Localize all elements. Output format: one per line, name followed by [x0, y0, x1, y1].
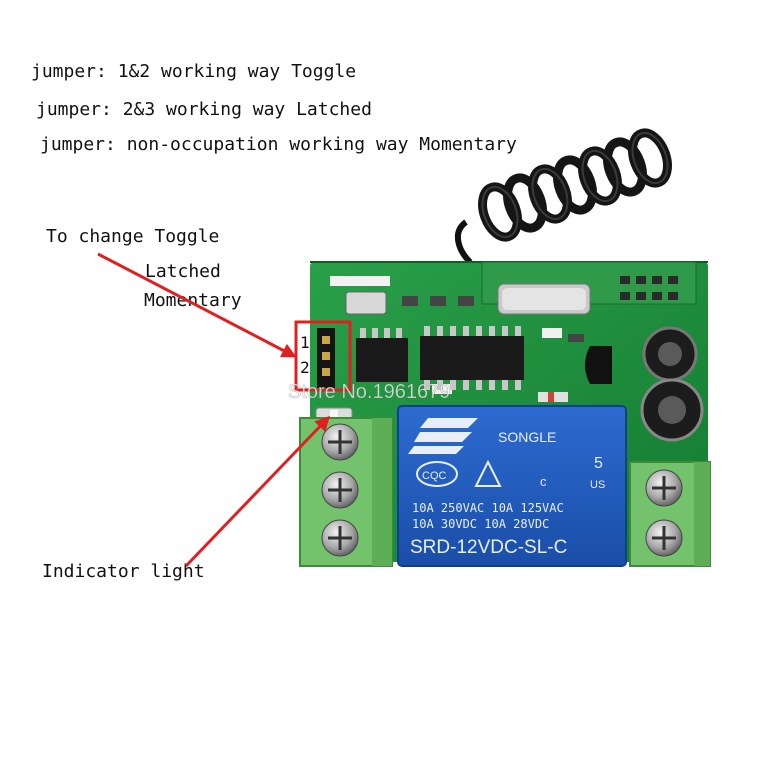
- store-watermark: Store No.1961679: [288, 381, 450, 403]
- right-screw-terminal: [629, 461, 711, 567]
- left-screw-terminal: [299, 417, 393, 567]
- note-momentary: jumper: non-occupation working way Momen…: [40, 134, 517, 155]
- callout-indicator-light: Indicator light: [42, 561, 205, 582]
- note-latched: jumper: 2&3 working way Latched: [36, 99, 372, 120]
- callout-change-toggle: To change Toggle: [46, 226, 220, 247]
- note-toggle: jumper: 1&2 working way Toggle: [31, 61, 357, 82]
- indicator-callout-arrow: [184, 415, 331, 568]
- relay-cqc-mark: CQC: [422, 470, 447, 482]
- callout-latched: Latched: [145, 261, 221, 282]
- ic-chips: [356, 326, 524, 390]
- relay-brand: SONGLE: [498, 429, 556, 445]
- relay-model: SRD-12VDC-SL-C: [410, 537, 567, 558]
- relay-ul-c: c: [540, 474, 547, 489]
- songle-logo-icon: [408, 418, 478, 454]
- rf-module: [481, 261, 697, 315]
- relay-rating-line1: 10A 250VAC 10A 125VAC: [412, 501, 564, 515]
- callout-momentary: Momentary: [144, 290, 242, 311]
- jumper-callout-arrow: [97, 252, 297, 358]
- pin-1-label: 1: [300, 333, 310, 352]
- relay-ul-us: US: [590, 479, 605, 491]
- antenna-coil: [454, 128, 672, 275]
- relay-ul-number: 5: [594, 455, 603, 472]
- smd-components: [330, 276, 584, 402]
- capacitors: [640, 326, 704, 442]
- warning-triangle-icon: [474, 459, 502, 487]
- relay-rating-line2: 10A 30VDC 10A 28VDC: [412, 517, 549, 531]
- relay: SONGLE CQC c 5 US 10A 250VAC 10A 125VAC …: [397, 405, 627, 567]
- jumper-header: [317, 328, 335, 388]
- pin-2-label: 2: [300, 358, 310, 377]
- transistor: [585, 346, 612, 384]
